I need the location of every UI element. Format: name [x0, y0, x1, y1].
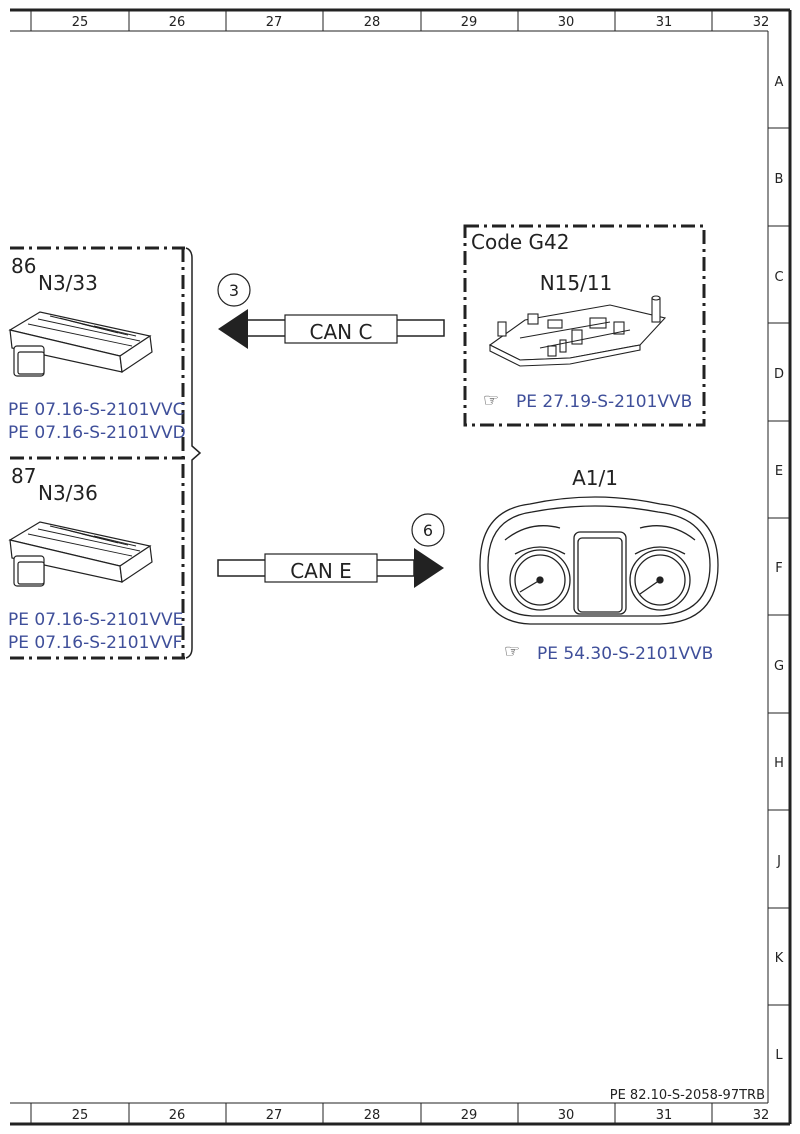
module-name: N15/11 — [540, 271, 613, 295]
ecu-ref-link[interactable]: PE 07.16-S-2101VVD — [8, 423, 186, 443]
ecu-name: N3/36 — [38, 481, 98, 505]
ecu-unit-icon — [8, 521, 153, 587]
cluster-ref-link[interactable]: PE 54.30-S-2101VVB — [537, 644, 713, 664]
step-marker — [411, 513, 445, 547]
col-label: 31 — [656, 15, 673, 30]
ecu-number: 87 — [11, 464, 36, 488]
column-ruler-top: 25 26 27 28 29 30 31 32 — [30, 10, 770, 31]
frame — [10, 8, 792, 1126]
row-label: D — [774, 367, 784, 382]
ecu-unit-icon — [8, 311, 153, 377]
module-ref-link[interactable]: PE 27.19-S-2101VVB — [516, 392, 692, 412]
step-number: 3 — [229, 281, 239, 300]
bus-label-box — [284, 314, 398, 344]
row-label: E — [775, 464, 783, 479]
ecu-ref-link[interactable]: PE 07.16-S-2101VVC — [8, 400, 185, 420]
col-label: 26 — [169, 15, 186, 30]
col-label: 32 — [753, 15, 770, 30]
module-code: Code G42 — [471, 230, 570, 254]
bus-label-box — [264, 553, 378, 583]
footer-ref: PE 82.10-S-2058-97TRB — [610, 1088, 765, 1103]
can-c-connection: CAN C 3 — [217, 273, 445, 349]
arrow-left-icon — [218, 309, 248, 349]
col-label: 27 — [266, 1108, 283, 1123]
row-label: C — [774, 270, 783, 285]
group-brace — [185, 247, 202, 659]
col-label: 26 — [169, 1108, 186, 1123]
col-label: 29 — [461, 15, 478, 30]
ecu-ref-link[interactable]: PE 07.16-S-2101VVF — [8, 633, 182, 653]
ecu-n3-36[interactable]: 87 N3/36 PE 07.16-S-2101VVE — [8, 464, 183, 653]
row-label: G — [774, 659, 784, 674]
row-label: F — [775, 561, 782, 576]
col-label: 27 — [266, 15, 283, 30]
hand-pointer-icon: ☞ — [504, 641, 520, 662]
col-label: 29 — [461, 1108, 478, 1123]
row-label: K — [775, 951, 784, 966]
row-label: B — [775, 172, 784, 187]
col-label: 30 — [558, 15, 575, 30]
ecu-n3-33[interactable]: 86 N3/33 PE 07.16-S-2101VVC — [8, 254, 186, 443]
step-number: 6 — [423, 521, 433, 540]
col-label: 28 — [364, 15, 381, 30]
row-label: H — [774, 756, 784, 771]
bus-label: CAN E — [290, 559, 352, 583]
hand-pointer-icon: ☞ — [483, 390, 499, 411]
row-label: L — [775, 1048, 783, 1063]
cluster-name: A1/1 — [572, 466, 618, 490]
step-marker — [217, 273, 251, 307]
instrument-cluster-icon — [479, 496, 719, 625]
col-label: 25 — [72, 1108, 89, 1123]
arrow-right-icon — [414, 548, 444, 588]
row-ruler-right: A B C D E F G H J K L — [768, 75, 790, 1063]
col-label: 25 — [72, 15, 89, 30]
ecu-name: N3/33 — [38, 271, 98, 295]
instrument-cluster-a1-1[interactable]: A1/1 ☞ PE 54.30-S-2101VVB — [479, 466, 719, 664]
ecu-group: 86 N3/33 PE 07.16-S-2101VVC — [8, 246, 202, 660]
col-label: 30 — [558, 1108, 575, 1123]
can-e-connection: CAN E 6 — [217, 513, 445, 588]
module-frame — [463, 224, 706, 427]
column-ruler-bottom: 25 26 27 28 29 30 31 32 — [30, 1103, 770, 1124]
col-label: 28 — [364, 1108, 381, 1123]
ecu-ref-link[interactable]: PE 07.16-S-2101VVE — [8, 610, 183, 630]
row-label: A — [775, 75, 784, 90]
row-label: J — [776, 854, 781, 869]
control-unit-icon — [488, 295, 667, 367]
ecu-number: 86 — [11, 254, 36, 278]
module-n15-11[interactable]: Code G42 N15/11 ☞ PE 27.19-S-2101VVB — [463, 224, 706, 427]
col-label: 31 — [656, 1108, 673, 1123]
bus-label: CAN C — [310, 320, 373, 344]
col-label: 32 — [753, 1108, 770, 1123]
